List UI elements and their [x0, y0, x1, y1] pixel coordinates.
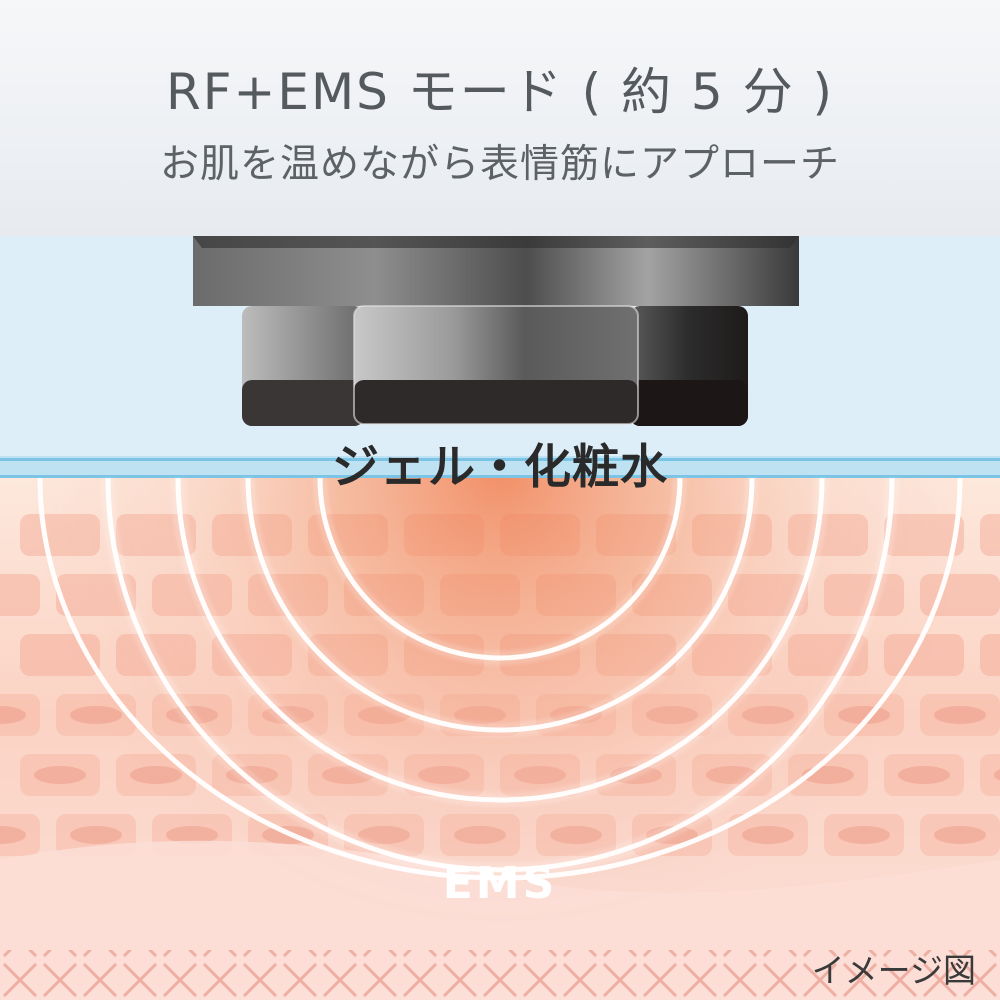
rf-ems-device-head-icon — [193, 236, 799, 426]
gel-line — [0, 456, 1000, 478]
cross-pattern — [0, 950, 1000, 1000]
ems-label: EMS — [442, 858, 558, 909]
header-band — [0, 0, 1000, 236]
gel-label: ジェル・化粧水 — [332, 440, 668, 495]
image-note-label: イメージ図 — [811, 951, 976, 990]
mode-title: RF+EMS モード ( 約 5 分 ) — [165, 63, 835, 121]
mode-subtitle: お肌を温めながら表情筋にアプローチ — [159, 142, 840, 187]
